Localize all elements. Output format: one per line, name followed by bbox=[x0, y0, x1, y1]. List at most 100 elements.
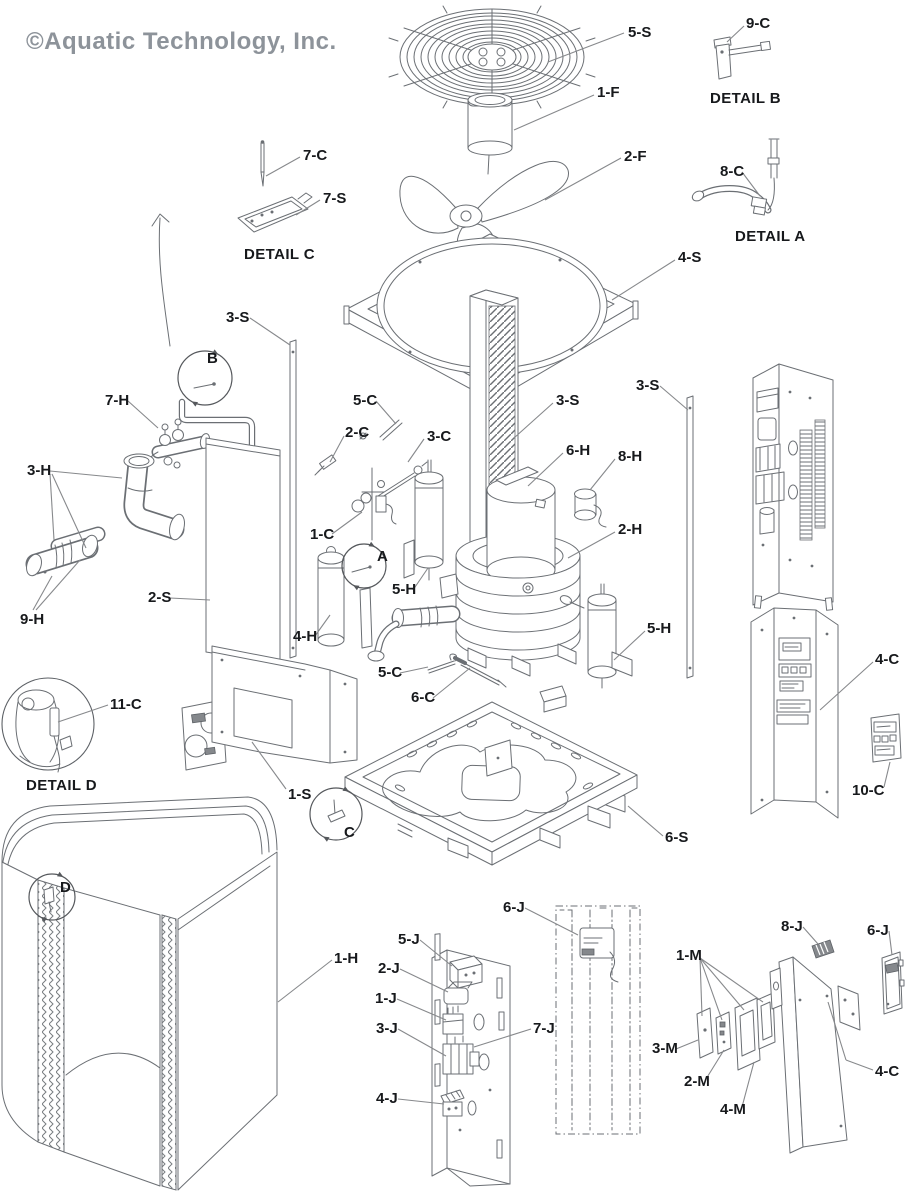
callout-label-6J-right: 6-J bbox=[867, 922, 889, 939]
ref-letter-C: C bbox=[344, 824, 355, 841]
leader-line-6J-left bbox=[524, 907, 579, 936]
leader-line-2H bbox=[567, 531, 616, 559]
callout-label-2F: 2-F bbox=[624, 148, 647, 165]
caption-detail-c: DETAIL C bbox=[244, 246, 315, 263]
leader-line-1M bbox=[699, 957, 703, 1017]
callout-label-10C: 10-C bbox=[852, 782, 885, 799]
leader-line-4M bbox=[741, 1061, 755, 1108]
rotation-arrow-A-1 bbox=[368, 541, 375, 547]
service-valve-9c-drawing bbox=[713, 36, 772, 80]
bracket-7s-drawing bbox=[237, 192, 313, 233]
ref-letter-A: A bbox=[377, 548, 388, 565]
pvc-elbow-3h-drawing bbox=[123, 453, 185, 541]
rotation-arrow-B-2 bbox=[191, 401, 198, 407]
callout-label-4S: 4-S bbox=[678, 249, 702, 266]
leader-line-4H bbox=[314, 614, 331, 637]
mount-plate-3m-drawing bbox=[696, 1007, 714, 1059]
fan-grille-drawing bbox=[388, 5, 596, 109]
leader-line-1S bbox=[251, 741, 287, 790]
callout-label-3S-left: 3-S bbox=[226, 309, 250, 326]
access-door-4c-drawing bbox=[769, 956, 861, 1154]
callout-label-6H: 6-H bbox=[566, 442, 591, 459]
union-fittings-9h-drawing bbox=[25, 526, 106, 577]
ref-circle-C bbox=[309, 787, 363, 841]
rotation-arrow-A-2 bbox=[353, 585, 360, 591]
canister-4h-drawing bbox=[317, 546, 345, 647]
callout-label-1H: 1-H bbox=[334, 950, 359, 967]
callout-label-8C: 8-C bbox=[720, 163, 745, 180]
leader-line-1M bbox=[699, 957, 723, 1021]
leader-line-3S-left bbox=[249, 317, 291, 346]
callout-label-3J: 3-J bbox=[376, 1020, 398, 1037]
rotation-arrow-C-2 bbox=[323, 836, 330, 842]
callout-label-4C-top: 4-C bbox=[875, 651, 900, 668]
caption-detail-d: DETAIL D bbox=[26, 777, 97, 794]
leader-line-2J bbox=[399, 968, 449, 993]
small-plate-drawing bbox=[484, 739, 513, 777]
box-2j-drawing bbox=[443, 981, 473, 1005]
leader-line-3C bbox=[407, 438, 425, 463]
callout-label-2H: 2-H bbox=[618, 521, 643, 538]
leader-line-5H-right bbox=[613, 630, 646, 661]
caption-detail-a: DETAIL A bbox=[735, 228, 806, 245]
callout-label-2C: 2-C bbox=[345, 424, 370, 441]
callout-label-4M: 4-M bbox=[720, 1101, 746, 1118]
hose-8c-drawing bbox=[691, 138, 780, 216]
watermark-text: ©Aquatic Technology, Inc. bbox=[26, 28, 337, 55]
callout-label-4J: 4-J bbox=[376, 1090, 398, 1107]
callout-label-1M: 1-M bbox=[676, 947, 702, 964]
leader-line-3H bbox=[49, 470, 123, 479]
callout-label-6S: 6-S bbox=[665, 829, 689, 846]
callout-label-9C: 9-C bbox=[746, 15, 771, 32]
ref-letter-D: D bbox=[60, 879, 71, 896]
callout-label-5H-right: 5-H bbox=[647, 620, 672, 637]
callout-label-6J-left: 6-J bbox=[503, 899, 525, 916]
leader-line-3S-mid bbox=[513, 402, 554, 439]
leader-line-2S bbox=[169, 597, 211, 601]
leader-line-2C bbox=[329, 435, 345, 463]
capillary-wire-drawing bbox=[151, 213, 171, 347]
callout-label-1J: 1-J bbox=[375, 990, 397, 1007]
leader-line-5S bbox=[547, 32, 625, 63]
leader-line-9H bbox=[35, 559, 81, 611]
leader-line-6S bbox=[627, 805, 664, 837]
callout-label-5C-low: 5-C bbox=[378, 664, 403, 681]
leader-line-8J bbox=[802, 926, 819, 945]
leader-line-3H bbox=[51, 473, 87, 549]
plate-6j-right-drawing bbox=[881, 951, 905, 1015]
control-panel-4c-drawing bbox=[750, 607, 839, 819]
ref-circle-B bbox=[177, 350, 233, 406]
callout-label-2S: 2-S bbox=[148, 589, 172, 606]
callout-label-3C: 3-C bbox=[427, 428, 452, 445]
base-pan-drawing bbox=[344, 701, 638, 866]
callout-label-8J: 8-J bbox=[781, 918, 803, 935]
leader-line-7C bbox=[265, 156, 301, 177]
strip-3s-left-drawing bbox=[289, 339, 297, 659]
mount-frame-1m-a-drawing bbox=[734, 997, 761, 1071]
heat-exchanger-coil-drawing bbox=[455, 555, 626, 813]
callout-label-2J: 2-J bbox=[378, 960, 400, 977]
callout-label-3H: 3-H bbox=[27, 462, 52, 479]
drier-5h-right-drawing bbox=[587, 583, 633, 689]
keypad-10c-drawing bbox=[870, 713, 902, 763]
ref-letter-B: B bbox=[207, 350, 218, 367]
leader-line-2F bbox=[544, 157, 622, 201]
leader-line-8H bbox=[589, 458, 616, 491]
callout-label-11C: 11-C bbox=[110, 696, 142, 713]
caption-detail-b: DETAIL B bbox=[710, 90, 781, 107]
front-panel-1s-drawing bbox=[211, 645, 358, 764]
callout-label-7J: 7-J bbox=[533, 1020, 555, 1037]
leader-line-9H bbox=[32, 575, 53, 611]
callout-label-2M: 2-M bbox=[684, 1073, 710, 1090]
callout-label-6C: 6-C bbox=[411, 689, 436, 706]
junction-panel-drawing bbox=[431, 933, 511, 1187]
leader-line-5J bbox=[419, 939, 453, 967]
rotation-arrow-D-2 bbox=[40, 916, 47, 923]
leader-line-5H-left bbox=[412, 567, 429, 591]
leader-line-11C bbox=[57, 704, 109, 723]
leader-line-9C bbox=[726, 25, 745, 43]
callout-label-5H-left: 5-H bbox=[392, 581, 417, 598]
part-4j-drawing bbox=[440, 1089, 465, 1117]
leader-line-3J bbox=[397, 1028, 447, 1057]
callout-label-7S: 7-S bbox=[323, 190, 347, 207]
